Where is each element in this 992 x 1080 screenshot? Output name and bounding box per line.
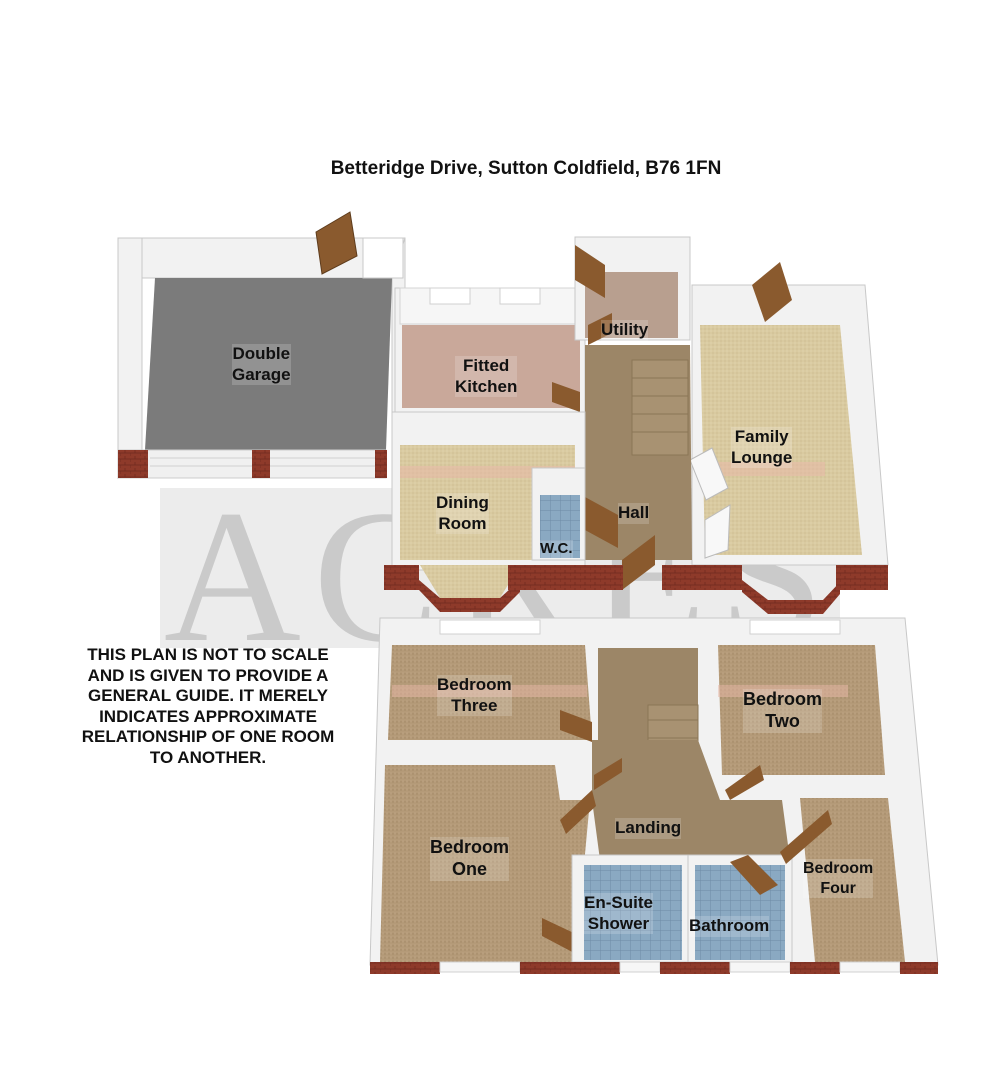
disclaimer-text: THIS PLAN IS NOT TO SCALE AND IS GIVEN T… <box>81 645 335 767</box>
label-kitchen-line2: Kitchen <box>455 376 518 396</box>
label-bed-three-line2: Three <box>451 695 498 715</box>
label-utility: Utility <box>601 320 649 341</box>
label-kitchen: Fitted Kitchen <box>455 356 518 398</box>
landing-door-icon <box>594 758 622 790</box>
bathroom-door-icon <box>730 855 778 895</box>
bedroom-three-room <box>388 619 592 742</box>
label-hall: Hall <box>618 503 650 524</box>
label-ensuite-line2: Shower <box>587 913 650 933</box>
lounge-door-icon <box>752 262 792 322</box>
label-landing: Landing <box>615 818 682 839</box>
hall-area <box>555 345 692 590</box>
label-bathroom: Bathroom <box>689 916 770 937</box>
lounge-glass-door-icon-2 <box>704 504 731 559</box>
label-garage-line2: Garage <box>232 364 291 384</box>
bed-two-door-icon <box>725 765 764 800</box>
bed-three-door-icon <box>560 710 592 742</box>
label-dining-line2: Room <box>438 513 487 533</box>
bathroom-room <box>687 854 793 963</box>
label-bed-three: Bedroom Three <box>437 675 512 717</box>
label-wc: W.C. <box>540 540 573 559</box>
kitchen-door-icon <box>552 382 580 412</box>
lounge-glass-door-icon <box>689 447 729 501</box>
plan-title: Betteridge Drive, Sutton Coldfield, B76 … <box>330 158 722 179</box>
garage-door-icon <box>315 211 358 275</box>
label-garage-line1: Double <box>232 344 291 363</box>
label-bed-three-line1: Bedroom <box>437 675 512 694</box>
label-bed-four: Bedroom Four <box>803 859 874 899</box>
label-garage: Double Garage <box>232 344 291 386</box>
label-bed-two-line2: Two <box>765 710 800 731</box>
hall-door-icon <box>585 497 618 548</box>
label-kitchen-line1: Fitted <box>463 356 510 375</box>
label-lounge-line1: Family <box>734 427 789 446</box>
landing-area <box>592 740 790 860</box>
first-front-wall <box>370 961 938 974</box>
label-bed-two-line1: Bedroom <box>743 689 823 709</box>
kitchen-room <box>394 287 586 413</box>
label-bed-one-line1: Bedroom <box>430 837 510 857</box>
label-ensuite: En-Suite Shower <box>584 893 653 935</box>
bedroom-one-room <box>380 758 622 962</box>
label-bed-four-line1: Bedroom <box>803 860 874 877</box>
wc-room <box>531 467 586 561</box>
utility-door-icon <box>575 245 605 298</box>
ensuite-room <box>571 854 689 963</box>
label-dining-line1: Dining <box>436 493 489 512</box>
lounge-room <box>689 262 889 566</box>
front-door-icon <box>622 535 655 590</box>
bedroom-four-room <box>780 798 905 962</box>
bed-one-door-icon <box>560 790 596 834</box>
label-bed-two: Bedroom Two <box>743 689 823 733</box>
utility-inner-door-icon <box>588 313 612 345</box>
label-lounge: Family Lounge <box>731 427 793 469</box>
bed-four-door-icon <box>780 810 832 864</box>
label-bed-four-line2: Four <box>820 879 856 897</box>
label-bed-one-line2: One <box>452 858 488 879</box>
ground-front-wall <box>384 565 888 614</box>
label-dining: Dining Room <box>436 493 489 535</box>
utility-room <box>574 236 691 345</box>
bed-one-ensuite-door-icon <box>542 918 578 955</box>
label-ensuite-line1: En-Suite <box>584 893 653 912</box>
label-lounge-line2: Lounge <box>731 447 793 467</box>
label-bed-one: Bedroom One <box>430 837 510 881</box>
bedroom-two-room <box>718 619 885 800</box>
